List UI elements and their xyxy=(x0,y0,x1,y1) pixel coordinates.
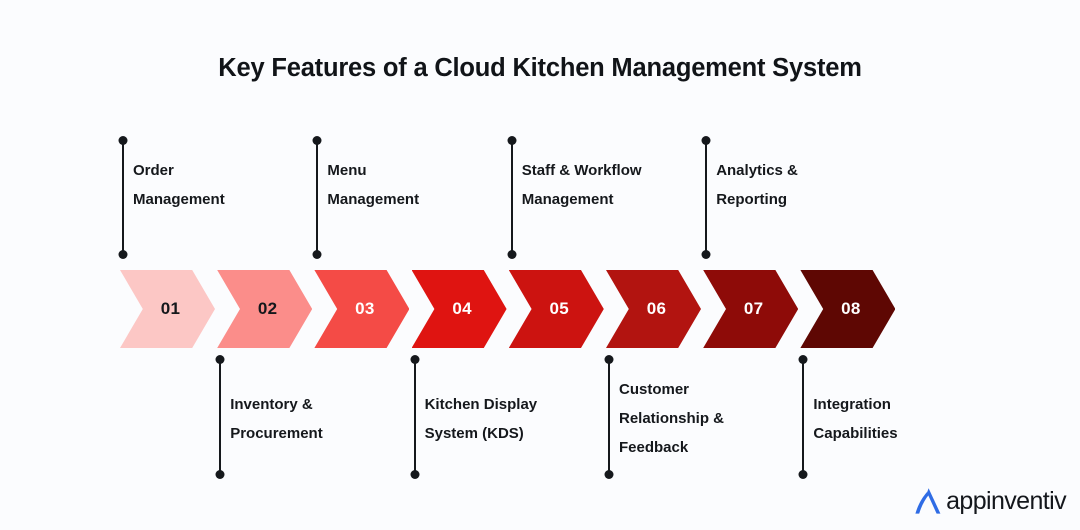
connector-line-08 xyxy=(802,359,805,475)
step-label-line: Management xyxy=(327,191,420,208)
chevron-number-01: 01 xyxy=(160,299,181,318)
connector-line-07 xyxy=(705,140,708,255)
chevron-number-02: 02 xyxy=(257,299,278,318)
chevron-step-07[interactable]: 07 xyxy=(703,270,799,348)
chevron-step-04[interactable]: 04 xyxy=(411,270,507,348)
step-label-02: Inventory & Procurement xyxy=(230,390,323,448)
step-label-line: System (KDS) xyxy=(424,425,524,442)
connector-line-04 xyxy=(413,359,416,475)
chevron-step-06[interactable]: 06 xyxy=(606,270,701,348)
chevron-number-06: 06 xyxy=(646,299,667,318)
connector-line-01 xyxy=(122,140,124,255)
chevron-number-05: 05 xyxy=(549,299,570,318)
chevron-step-05[interactable]: 05 xyxy=(508,270,604,348)
chevron-number-07: 07 xyxy=(743,299,764,318)
step-label-line: Feedback xyxy=(619,439,689,456)
step-label-line: Customer xyxy=(619,381,690,398)
step-label-line: Capabilities xyxy=(813,425,898,442)
step-label-line: Integration xyxy=(813,396,891,413)
appinventiv-a-mark-icon xyxy=(915,488,941,514)
step-label-line: Staff & Workflow xyxy=(521,162,642,179)
chevron-step-08[interactable]: 08 xyxy=(800,270,896,348)
step-label-line: Management xyxy=(133,191,225,208)
step-label-07: Analytics & Reporting xyxy=(716,156,798,214)
step-label-line: Management xyxy=(521,191,614,208)
step-label-line: Inventory & xyxy=(230,396,313,413)
chevron-number-08: 08 xyxy=(841,299,861,318)
chevron-number-03: 03 xyxy=(355,299,375,318)
step-label-line: Menu xyxy=(327,162,367,179)
connector-line-03 xyxy=(316,140,319,255)
step-label-line: Procurement xyxy=(230,425,323,442)
chevron-step-03[interactable]: 03 xyxy=(314,270,410,348)
brand-name: appinventiv xyxy=(946,487,1066,515)
chevron-step-01[interactable]: 01 xyxy=(120,270,215,348)
connector-line-06 xyxy=(608,359,610,475)
connector-line-05 xyxy=(510,140,513,255)
step-label-line: Kitchen Display xyxy=(424,396,538,413)
connector-line-02 xyxy=(219,359,222,475)
chevron-number-04: 04 xyxy=(452,299,472,318)
page-title: Key Features of a Cloud Kitchen Manageme… xyxy=(218,54,862,82)
brand-logo: appinventiv xyxy=(913,485,1067,516)
step-label-line: Relationship & xyxy=(619,410,725,427)
chevron-step-02[interactable]: 02 xyxy=(217,270,313,348)
step-label-line: Reporting xyxy=(716,191,788,208)
step-label-line: Analytics & xyxy=(716,162,798,179)
chevron-strip: 01 02 03 04 05 06 07 08 xyxy=(120,270,920,348)
step-label-line: Order xyxy=(133,162,174,179)
